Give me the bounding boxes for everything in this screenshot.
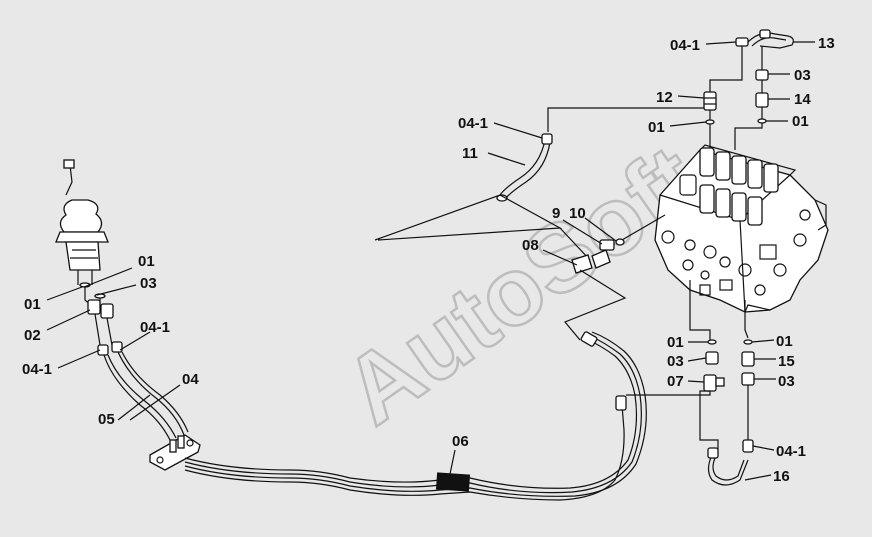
- callout-01-joystick-left: 01: [24, 296, 41, 313]
- callout-03-joystick: 03: [140, 275, 157, 292]
- control-valve: [654, 144, 829, 313]
- callout-9: 9: [552, 205, 560, 222]
- callout-05: 05: [98, 411, 115, 428]
- callout-16: 16: [773, 468, 790, 485]
- valve-bottom-lines: [689, 280, 755, 486]
- callout-04: 04: [182, 371, 199, 388]
- callout-01-left-top: 01: [648, 119, 665, 136]
- callout-01-joystick-upper: 01: [138, 253, 155, 270]
- callout-15: 15: [778, 353, 795, 370]
- callout-08: 08: [522, 237, 539, 254]
- fittings-08-09-10: [374, 194, 666, 341]
- callout-04-1-top: 04-1: [670, 37, 700, 54]
- callout-01-bottom-right: 01: [776, 333, 793, 350]
- callout-02: 02: [24, 327, 41, 344]
- callout-12: 12: [656, 89, 673, 106]
- callout-03-bottom-left: 03: [667, 353, 684, 370]
- callout-03-bottom-right: 03: [778, 373, 795, 390]
- callout-04-1-hose11: 04-1: [458, 115, 488, 132]
- callout-04-1-joystick-left: 04-1: [22, 361, 52, 378]
- watermark-text: AutoSoft: [325, 125, 718, 445]
- leader-lines: [46, 41, 815, 481]
- callout-14: 14: [794, 91, 811, 108]
- callout-labels: 04-1 13 03 12 14 04-1 01 01 11 9 10 08 0…: [22, 35, 835, 485]
- callout-04-1-joystick-right: 04-1: [140, 319, 170, 336]
- callout-01-bottom-left: 01: [667, 334, 684, 351]
- callout-01-right-top: 01: [792, 113, 809, 130]
- callout-06: 06: [452, 433, 469, 450]
- hose-11: [496, 133, 553, 202]
- callout-13: 13: [818, 35, 835, 52]
- callout-03-top: 03: [794, 67, 811, 84]
- callout-11: 11: [462, 145, 478, 162]
- joystick-assembly: [55, 159, 201, 471]
- valve-top-lines: [547, 29, 794, 150]
- callout-04-1-bottom: 04-1: [776, 443, 806, 460]
- callout-07: 07: [667, 373, 684, 390]
- callout-10: 10: [569, 205, 586, 222]
- hose-bundle-06: [184, 331, 711, 501]
